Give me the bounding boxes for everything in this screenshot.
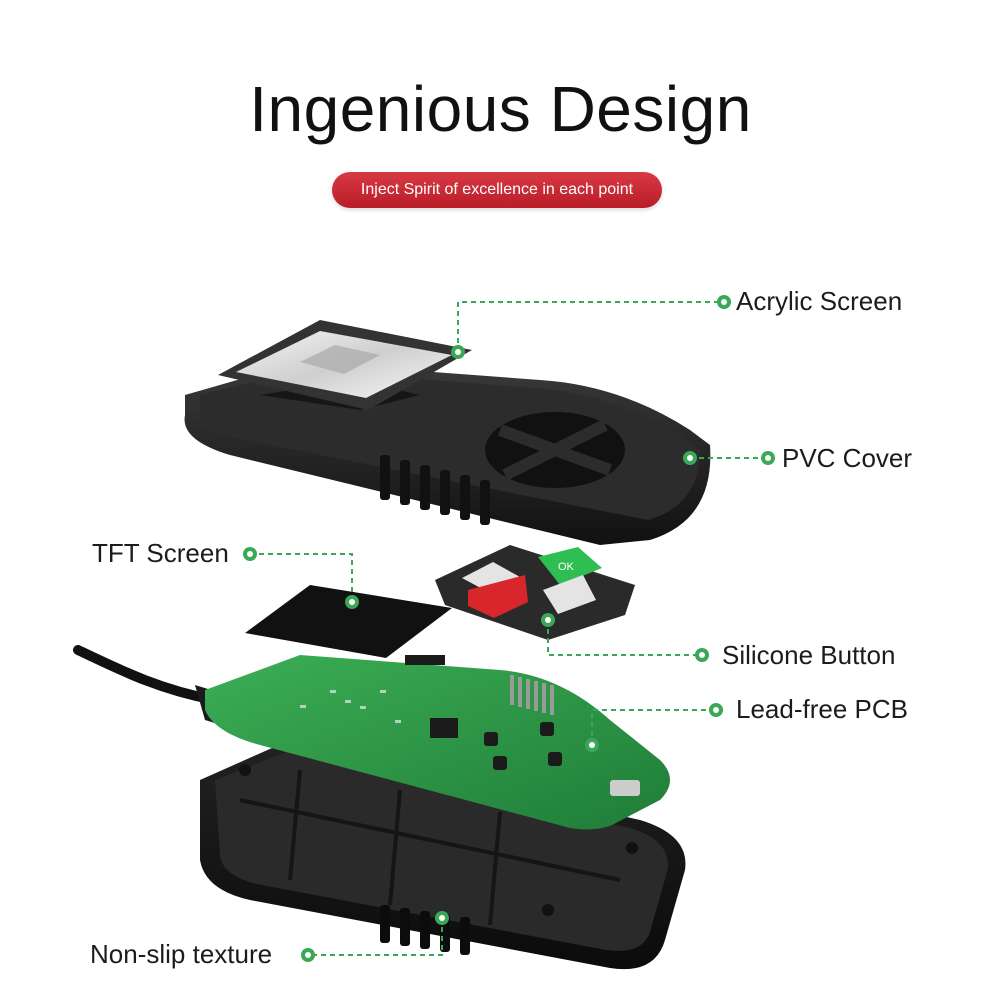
silicone-anchor-dot — [541, 613, 555, 627]
silicone-button-pad: OK — [435, 545, 635, 640]
callout-dots — [243, 295, 775, 962]
subtitle-badge: Inject Spirit of excellence in each poin… — [332, 172, 662, 208]
silicone-label-dot — [695, 648, 709, 662]
pcb-label-dot — [709, 703, 723, 717]
pvc-top-cover — [184, 362, 711, 545]
nonslip-label-dot — [301, 948, 315, 962]
pcb-anchor-dot — [585, 738, 599, 752]
bottom-shell — [200, 740, 686, 970]
acrylic-anchor-dot — [451, 345, 465, 359]
pvc-anchor-dot — [683, 451, 697, 465]
acrylic-screen — [218, 320, 472, 410]
callout-lead-free-pcb: Lead-free PCB — [736, 694, 908, 724]
callout-tft-screen: TFT Screen — [92, 538, 229, 568]
callout-silicone-button: Silicone Button — [722, 640, 896, 670]
tft-screen — [245, 585, 452, 658]
callout-acrylic-screen: Acrylic Screen — [736, 286, 903, 316]
acrylic-label-dot — [717, 295, 731, 309]
callout-pvc-cover: PVC Cover — [782, 443, 913, 473]
tft-anchor-dot — [345, 595, 359, 609]
button-ok-label: OK — [558, 561, 575, 573]
callout-leaders — [250, 301, 768, 956]
tft-label-dot — [243, 547, 257, 561]
pcb-board — [205, 655, 670, 830]
pvc-label-dot — [761, 451, 775, 465]
page-title: Ingenious Design — [249, 73, 752, 145]
nonslip-anchor-dot — [435, 911, 449, 925]
callout-non-slip-texture: Non-slip texture — [90, 939, 273, 969]
